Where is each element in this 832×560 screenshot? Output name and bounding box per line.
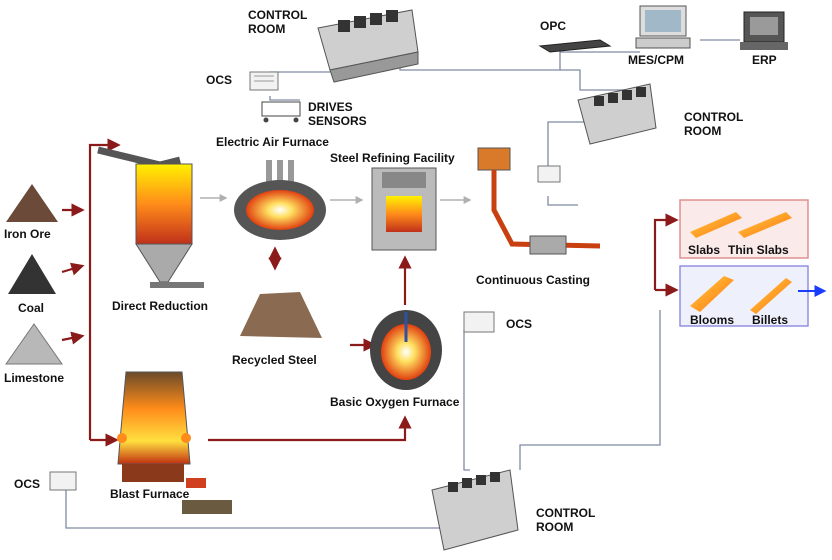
label-basic-oxygen-furnace: Basic Oxygen Furnace [330, 395, 460, 409]
label-ocs-mid: OCS [506, 317, 533, 331]
basic-oxygen-furnace [370, 310, 442, 390]
label-slabs: Slabs [688, 243, 721, 257]
label-direct-reduction: Direct Reduction [112, 299, 209, 313]
label-recycled-steel: Recycled Steel [232, 353, 317, 367]
rail-cart [182, 478, 232, 514]
label-ocs-top: OCS [206, 73, 233, 87]
ocs-top-icon [249, 71, 279, 91]
electric-air-furnace [234, 160, 326, 240]
label-iron-ore: Iron Ore [4, 227, 51, 241]
direct-reduction-furnace [135, 163, 204, 288]
label-drives-sensors: DRIVES SENSORS [308, 100, 367, 128]
opc-device-icon [538, 39, 612, 53]
label-blooms: Blooms [690, 313, 735, 327]
mes-cpm-computer-icon [635, 5, 691, 49]
label-coal: Coal [18, 301, 45, 315]
slabs-product-box [679, 199, 809, 259]
coal-pile [8, 254, 56, 294]
continuous-casting-machine [477, 147, 601, 255]
control-room-top-icon [317, 9, 419, 83]
label-electric-air-furnace: Electric Air Furnace [216, 135, 329, 149]
label-control-room-top: CONTROL ROOM [248, 8, 308, 36]
label-thin-slabs: Thin Slabs [728, 243, 789, 257]
iron-ore-pile [6, 184, 58, 222]
label-mes-cpm: MES/CPM [628, 53, 685, 67]
material-flow-arrows [61, 138, 679, 447]
steel-refining-vessel [371, 167, 437, 251]
label-limestone: Limestone [4, 371, 65, 385]
label-ocs-bottom: OCS [14, 477, 41, 491]
label-billets: Billets [752, 313, 789, 327]
label-control-room-right: CONTROL ROOM [684, 110, 744, 138]
small-flow-arrows [200, 194, 472, 204]
label-opc: OPC [540, 19, 567, 33]
label-control-room-bottom: CONTROL ROOM [536, 506, 596, 534]
blast-furnace [117, 371, 191, 482]
ocs-mid-icon [463, 311, 495, 333]
conveyor [97, 146, 181, 169]
label-blast-furnace: Blast Furnace [110, 487, 190, 501]
control-room-bottom-icon [431, 469, 519, 551]
control-room-right-icon [577, 83, 657, 145]
label-continuous-casting: Continuous Casting [476, 273, 590, 287]
limestone-pile [5, 323, 63, 365]
label-erp: ERP [752, 53, 777, 67]
blooms-billets-product-box [679, 265, 809, 327]
erp-computer-icon [740, 11, 788, 50]
ocs-casting-icon [537, 165, 561, 183]
drives-sensors-icon [261, 101, 301, 123]
ocs-bottom-icon [49, 471, 77, 491]
label-steel-refining-facility: Steel Refining Facility [330, 151, 455, 165]
recycled-steel-pile [240, 292, 322, 338]
